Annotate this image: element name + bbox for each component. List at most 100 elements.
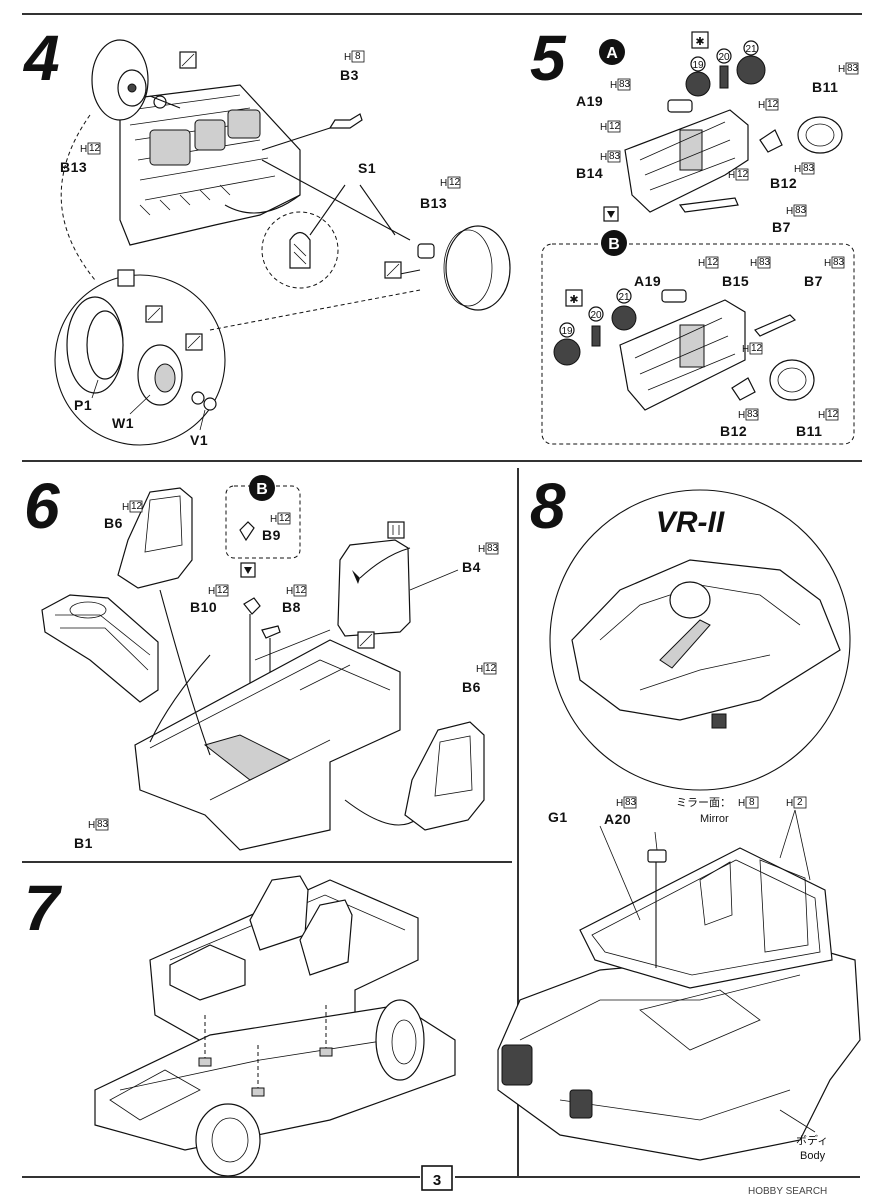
svg-text:H: H bbox=[440, 178, 447, 189]
svg-text:83: 83 bbox=[97, 819, 109, 830]
svg-text:H: H bbox=[738, 798, 745, 809]
label-w1: W1 bbox=[112, 415, 134, 431]
step-number-6: 6 bbox=[24, 470, 60, 542]
svg-text:12: 12 bbox=[279, 513, 291, 524]
svg-text:B: B bbox=[256, 481, 268, 498]
emblem-text: VR-II bbox=[656, 506, 725, 539]
hcode-b13-left: H 12 bbox=[80, 142, 101, 155]
svg-text:H: H bbox=[600, 152, 607, 163]
svg-text:Body: Body bbox=[800, 1150, 826, 1162]
svg-text:H: H bbox=[758, 100, 765, 111]
label-p1: P1 bbox=[74, 397, 92, 413]
svg-text:83: 83 bbox=[847, 63, 859, 74]
down-arrow-icon-step6 bbox=[240, 562, 256, 578]
leader-p1 bbox=[91, 379, 99, 399]
svg-text:✱: ✱ bbox=[695, 36, 704, 48]
label-b6-top: B6 bbox=[104, 515, 123, 531]
wheel-tire-b13-left bbox=[91, 39, 181, 121]
svg-text:H: H bbox=[88, 820, 95, 831]
window-g1 bbox=[579, 847, 833, 989]
paint-swatches-a: ✱ 20 21 19 bbox=[685, 31, 766, 97]
svg-text:H: H bbox=[742, 344, 749, 355]
label-b12-b: B12 bbox=[720, 423, 747, 439]
svg-text:19: 19 bbox=[692, 60, 704, 71]
svg-text:83: 83 bbox=[487, 543, 499, 554]
svg-text:12: 12 bbox=[827, 409, 839, 420]
wheel-subassembly-circle bbox=[54, 274, 226, 446]
label-a19-b: A19 bbox=[634, 273, 661, 289]
svg-text:H: H bbox=[286, 586, 293, 597]
svg-text:19: 19 bbox=[561, 326, 573, 337]
chassis-with-interior bbox=[94, 875, 456, 1177]
svg-text:21: 21 bbox=[618, 292, 630, 303]
svg-text:2: 2 bbox=[797, 797, 803, 808]
svg-text:H: H bbox=[786, 206, 793, 217]
leader-seat-to-tub bbox=[159, 589, 211, 756]
label-b6-right: B6 bbox=[462, 679, 481, 695]
svg-text:H: H bbox=[270, 514, 277, 525]
label-b13-right: B13 bbox=[420, 195, 447, 211]
svg-text:12: 12 bbox=[485, 663, 497, 674]
step-number-4: 4 bbox=[22, 22, 60, 94]
leader-dash-to-tub bbox=[149, 654, 211, 743]
label-b7-b: B7 bbox=[804, 273, 823, 289]
paint-icon-group-step4 bbox=[117, 51, 402, 351]
label-b11-b: B11 bbox=[796, 423, 822, 439]
label-b1: B1 bbox=[74, 835, 93, 851]
svg-text:12: 12 bbox=[89, 143, 101, 154]
dashboard-assembly-b: ✱ 19 20 21 bbox=[553, 288, 815, 411]
svg-text:12: 12 bbox=[217, 585, 229, 596]
step-number-5: 5 bbox=[530, 22, 567, 94]
label-a20: A20 bbox=[604, 811, 631, 827]
svg-text:83: 83 bbox=[619, 79, 631, 90]
hcode-b13-right: H 12 bbox=[440, 176, 461, 189]
svg-text:H: H bbox=[794, 164, 801, 175]
svg-text:ボディ: ボディ bbox=[796, 1133, 828, 1147]
svg-text:20: 20 bbox=[718, 52, 730, 63]
svg-text:83: 83 bbox=[833, 257, 845, 268]
label-b8: B8 bbox=[282, 599, 301, 615]
leader-line-right bbox=[209, 289, 421, 331]
callout-b: B bbox=[601, 230, 627, 256]
label-a19-a: A19 bbox=[576, 93, 603, 109]
label-b10: B10 bbox=[190, 599, 217, 615]
svg-text:H: H bbox=[838, 64, 845, 75]
label-v1: V1 bbox=[190, 432, 208, 448]
svg-text:12: 12 bbox=[449, 177, 461, 188]
leader-h2-a bbox=[779, 809, 796, 859]
svg-text:H: H bbox=[738, 410, 745, 421]
axle-shaft bbox=[261, 159, 411, 241]
floor-tub-b1 bbox=[134, 629, 401, 851]
step-number-8: 8 bbox=[530, 470, 566, 542]
svg-text:H: H bbox=[698, 258, 705, 269]
svg-text:83: 83 bbox=[625, 797, 637, 808]
callout-b-step6: B bbox=[239, 475, 275, 542]
svg-text:83: 83 bbox=[747, 409, 759, 420]
svg-text:12: 12 bbox=[295, 585, 307, 596]
svg-text:H: H bbox=[476, 664, 483, 675]
detail-circle-vr2: VR-II bbox=[549, 489, 851, 791]
seat-b6-right bbox=[404, 721, 485, 831]
svg-text:H: H bbox=[600, 122, 607, 133]
svg-text:21: 21 bbox=[745, 44, 757, 55]
svg-text:83: 83 bbox=[759, 257, 771, 268]
part-b3 bbox=[261, 113, 363, 151]
wheel-tire-b13-right bbox=[394, 225, 511, 311]
svg-text:8: 8 bbox=[355, 51, 361, 62]
